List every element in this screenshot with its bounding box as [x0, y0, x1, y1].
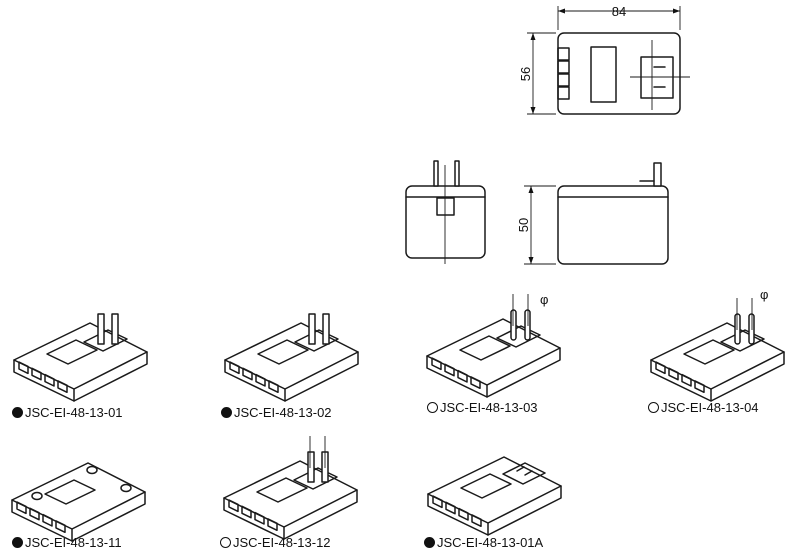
model-illustration	[427, 456, 562, 536]
model-illustration	[426, 294, 561, 398]
dimension-depth	[527, 32, 556, 115]
front-view-prong-left	[433, 160, 439, 187]
model-label: JSC-EI-48-13-03	[427, 400, 538, 415]
open-circle-icon	[648, 402, 659, 413]
model-label: JSC-EI-48-13-12	[220, 535, 331, 550]
model-label: JSC-EI-48-13-02	[221, 405, 332, 420]
side-view-prong	[653, 162, 662, 187]
model-code: JSC-EI-48-13-01A	[437, 535, 544, 550]
model-illustration	[11, 462, 146, 542]
dimension-width-value: 84	[612, 4, 626, 19]
filled-circle-icon	[424, 537, 435, 548]
model-label: JSC-EI-48-13-01	[12, 405, 123, 420]
model-code: JSC-EI-48-13-04	[661, 400, 759, 415]
front-view-slot	[436, 197, 455, 216]
model-label: JSC-EI-48-13-11	[12, 535, 122, 550]
model-illustration	[13, 313, 148, 402]
top-view-vent-slots	[557, 47, 570, 100]
model-illustration	[650, 298, 785, 402]
model-code: JSC-EI-48-13-02	[234, 405, 332, 420]
model-label: JSC-EI-48-13-04	[648, 400, 759, 415]
model-illustration	[223, 436, 358, 540]
dimension-height-value: 50	[516, 218, 531, 232]
filled-circle-icon	[221, 407, 232, 418]
top-view-plug-base	[640, 56, 674, 99]
top-view-label-window	[590, 46, 617, 103]
model-code: JSC-EI-48-13-11	[25, 535, 122, 550]
open-circle-icon	[427, 402, 438, 413]
model-code: JSC-EI-48-13-01	[25, 405, 123, 420]
top-view	[527, 6, 690, 115]
phi-symbol-1: φ	[540, 292, 548, 307]
dimension-depth-value: 56	[518, 67, 533, 81]
open-circle-icon	[220, 537, 231, 548]
model-label: JSC-EI-48-13-01A	[424, 535, 543, 550]
dimension-height	[524, 185, 556, 265]
model-code: JSC-EI-48-13-03	[440, 400, 538, 415]
front-view-prong-right	[454, 160, 460, 187]
model-code: JSC-EI-48-13-12	[233, 535, 331, 550]
model-illustrations	[11, 294, 785, 542]
dimension-width	[557, 6, 681, 30]
model-illustration	[224, 313, 359, 402]
filled-circle-icon	[12, 407, 23, 418]
side-view	[524, 162, 669, 265]
filled-circle-icon	[12, 537, 23, 548]
front-view	[405, 160, 486, 264]
phi-symbol-2: φ	[760, 287, 768, 302]
